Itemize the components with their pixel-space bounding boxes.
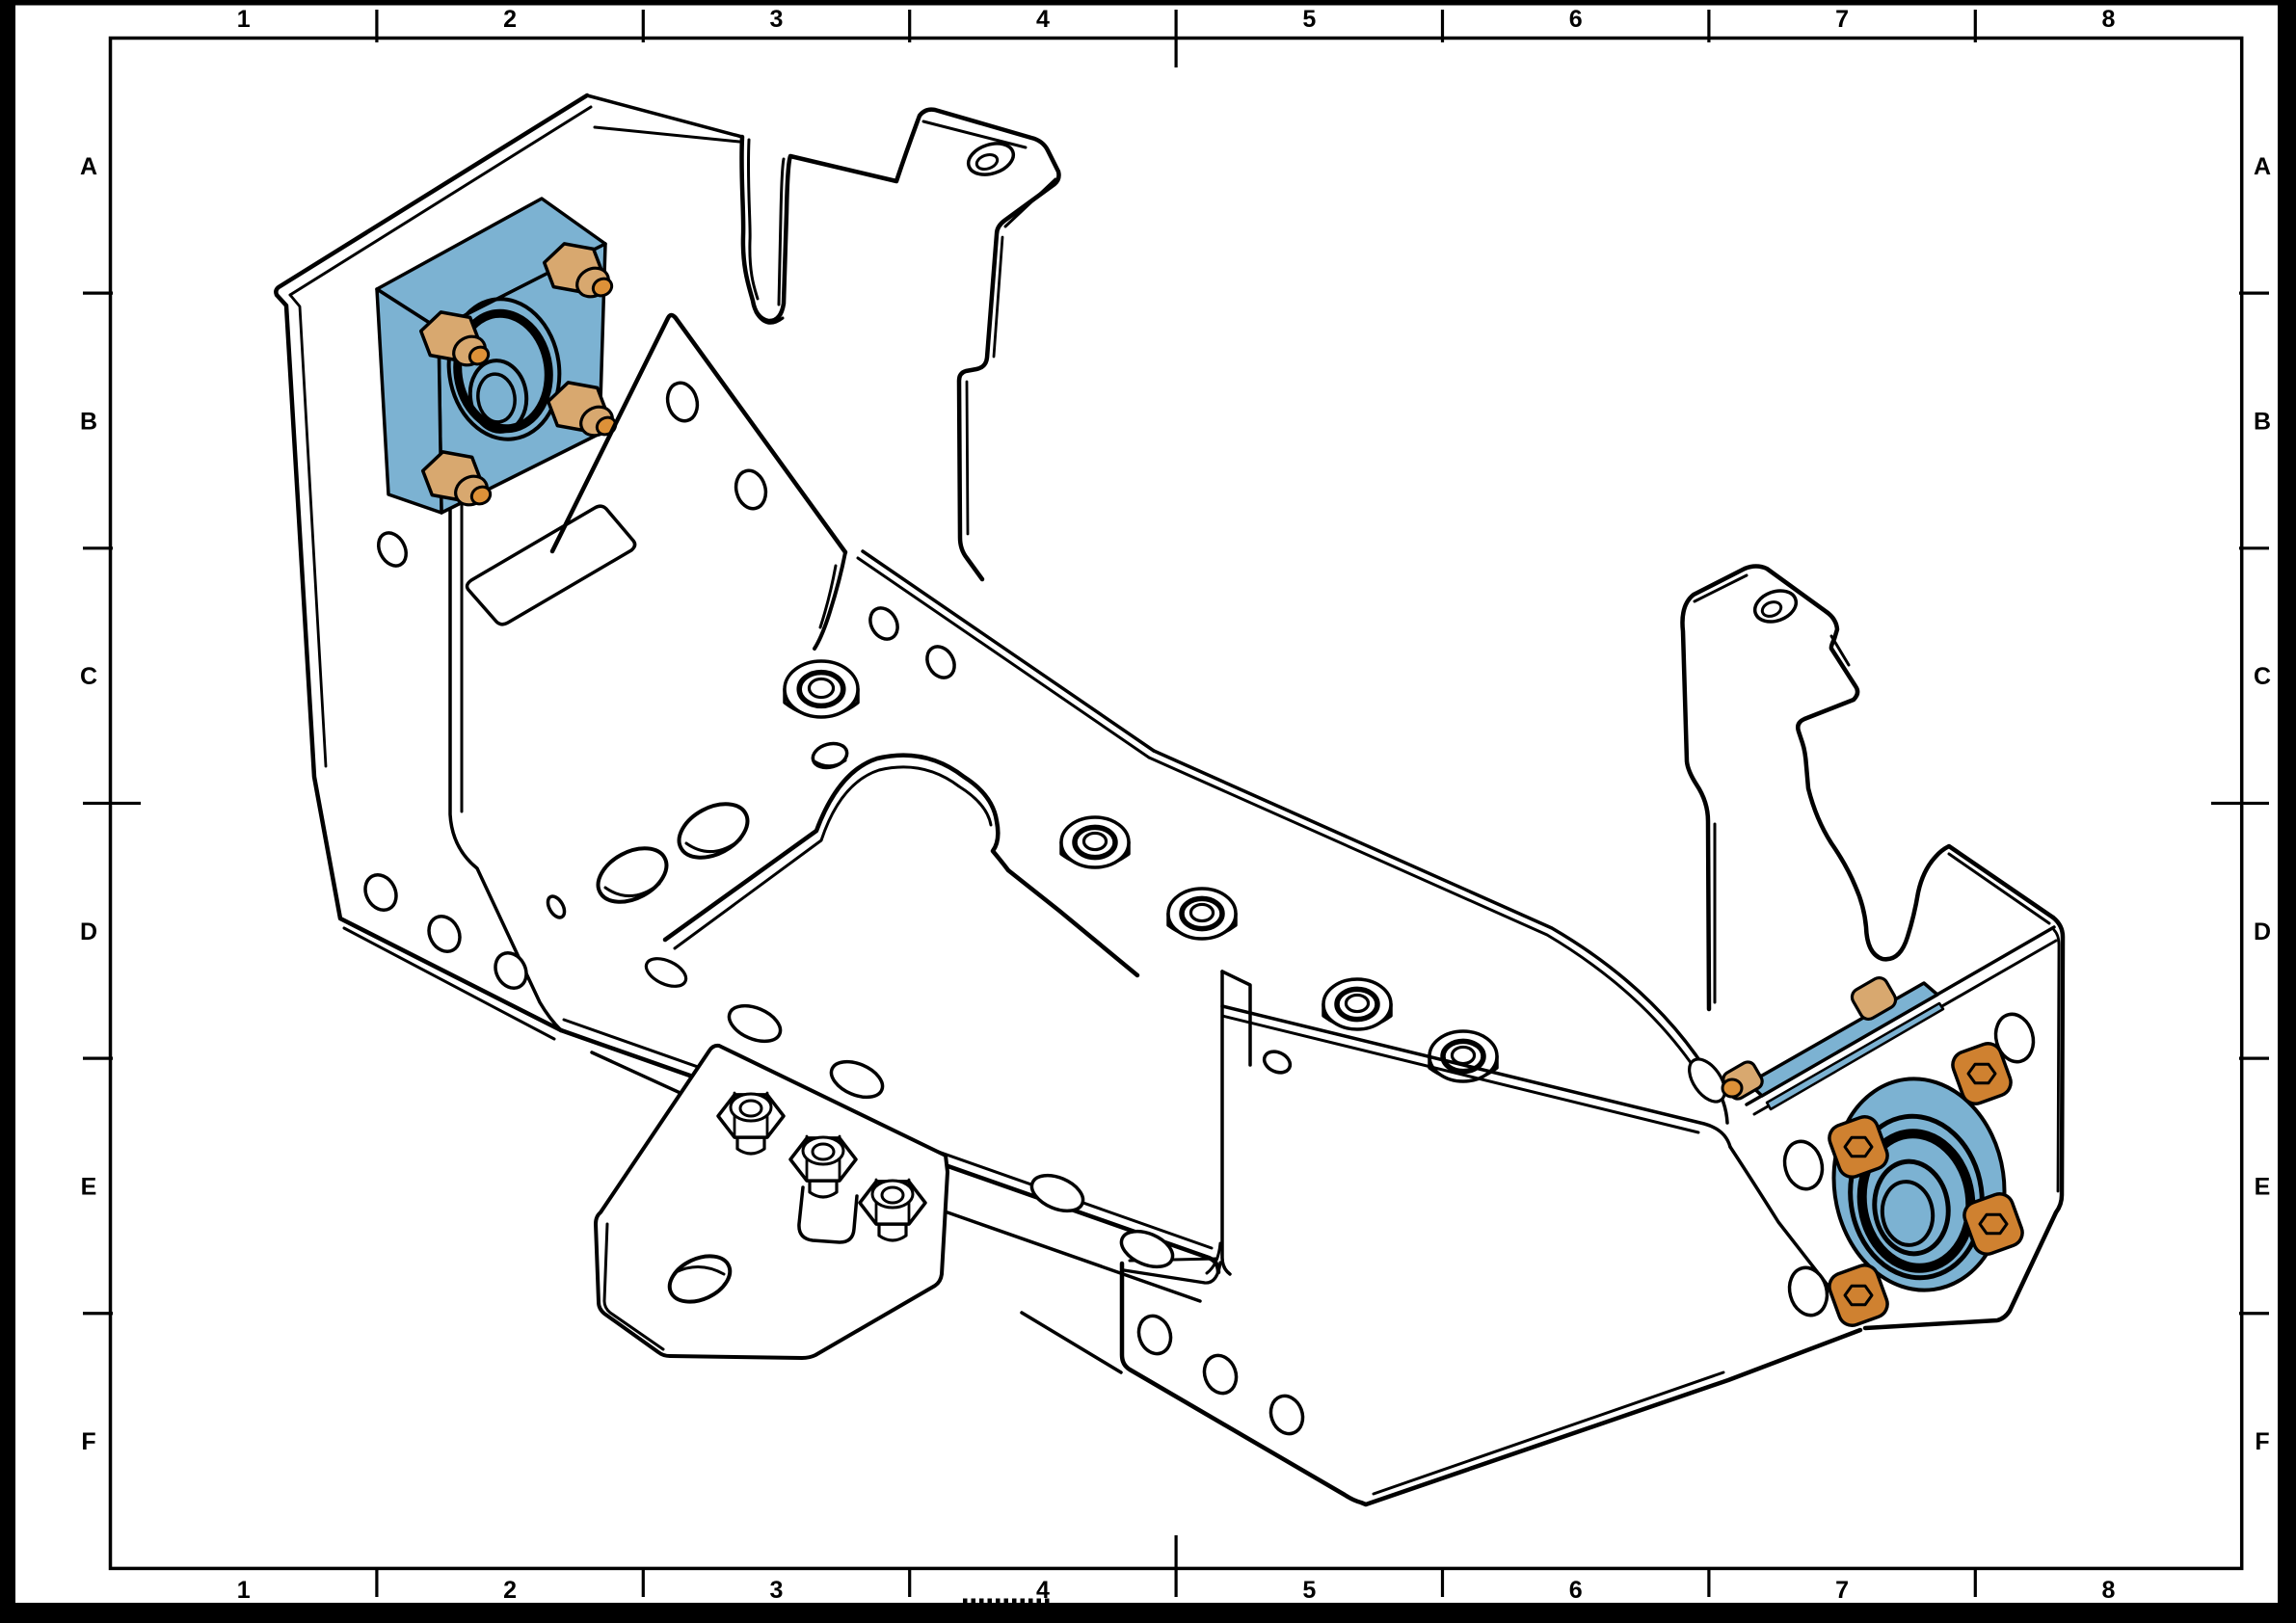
svg-text:7: 7	[1835, 1577, 1849, 1604]
svg-text:C: C	[2254, 663, 2271, 690]
svg-text:D: D	[80, 918, 97, 945]
svg-text:E: E	[81, 1173, 97, 1200]
svg-text:E: E	[2255, 1173, 2271, 1200]
svg-text:A: A	[80, 153, 97, 180]
svg-text:B: B	[80, 408, 97, 435]
svg-text:2: 2	[503, 6, 517, 33]
svg-text:8: 8	[2102, 1577, 2116, 1604]
svg-text:1: 1	[237, 6, 251, 33]
svg-text:4: 4	[1036, 1577, 1050, 1604]
svg-text:3: 3	[770, 1577, 784, 1604]
svg-text:5: 5	[1302, 6, 1316, 33]
svg-text:D: D	[2254, 918, 2271, 945]
svg-text:A: A	[2254, 153, 2271, 180]
svg-text:6: 6	[1569, 1577, 1583, 1604]
svg-text:3: 3	[770, 6, 784, 33]
svg-text:C: C	[80, 663, 97, 690]
svg-text:6: 6	[1569, 6, 1583, 33]
svg-text:F: F	[81, 1428, 95, 1455]
svg-text:F: F	[2255, 1428, 2269, 1455]
svg-text:7: 7	[1835, 6, 1849, 33]
svg-text:2: 2	[503, 1577, 517, 1604]
svg-text:8: 8	[2102, 6, 2116, 33]
svg-text:5: 5	[1302, 1577, 1316, 1604]
svg-text:B: B	[2254, 408, 2271, 435]
svg-text:1: 1	[237, 1577, 251, 1604]
svg-text:4: 4	[1036, 6, 1050, 33]
